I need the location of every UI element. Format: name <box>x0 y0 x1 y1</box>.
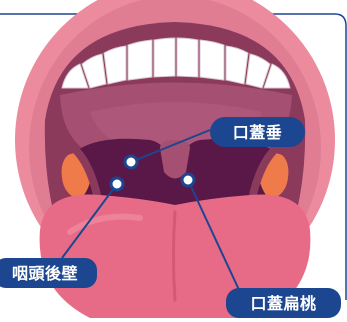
pharyngeal-wall-callout: 咽頭後壁 <box>0 258 97 288</box>
tonsil-marker <box>182 174 194 186</box>
uvula-callout: 口蓋垂 <box>210 117 305 147</box>
pharyngeal-wall-label: 咽頭後壁 <box>12 264 78 283</box>
tonsils-label: 口蓋扁桃 <box>250 294 316 313</box>
uvula-marker <box>125 156 137 168</box>
pharyngeal-wall-marker <box>111 178 123 190</box>
tongue-groove <box>174 212 176 300</box>
uvula-label: 口蓋垂 <box>233 123 283 142</box>
tonsils-callout: 口蓋扁桃 <box>226 288 341 318</box>
